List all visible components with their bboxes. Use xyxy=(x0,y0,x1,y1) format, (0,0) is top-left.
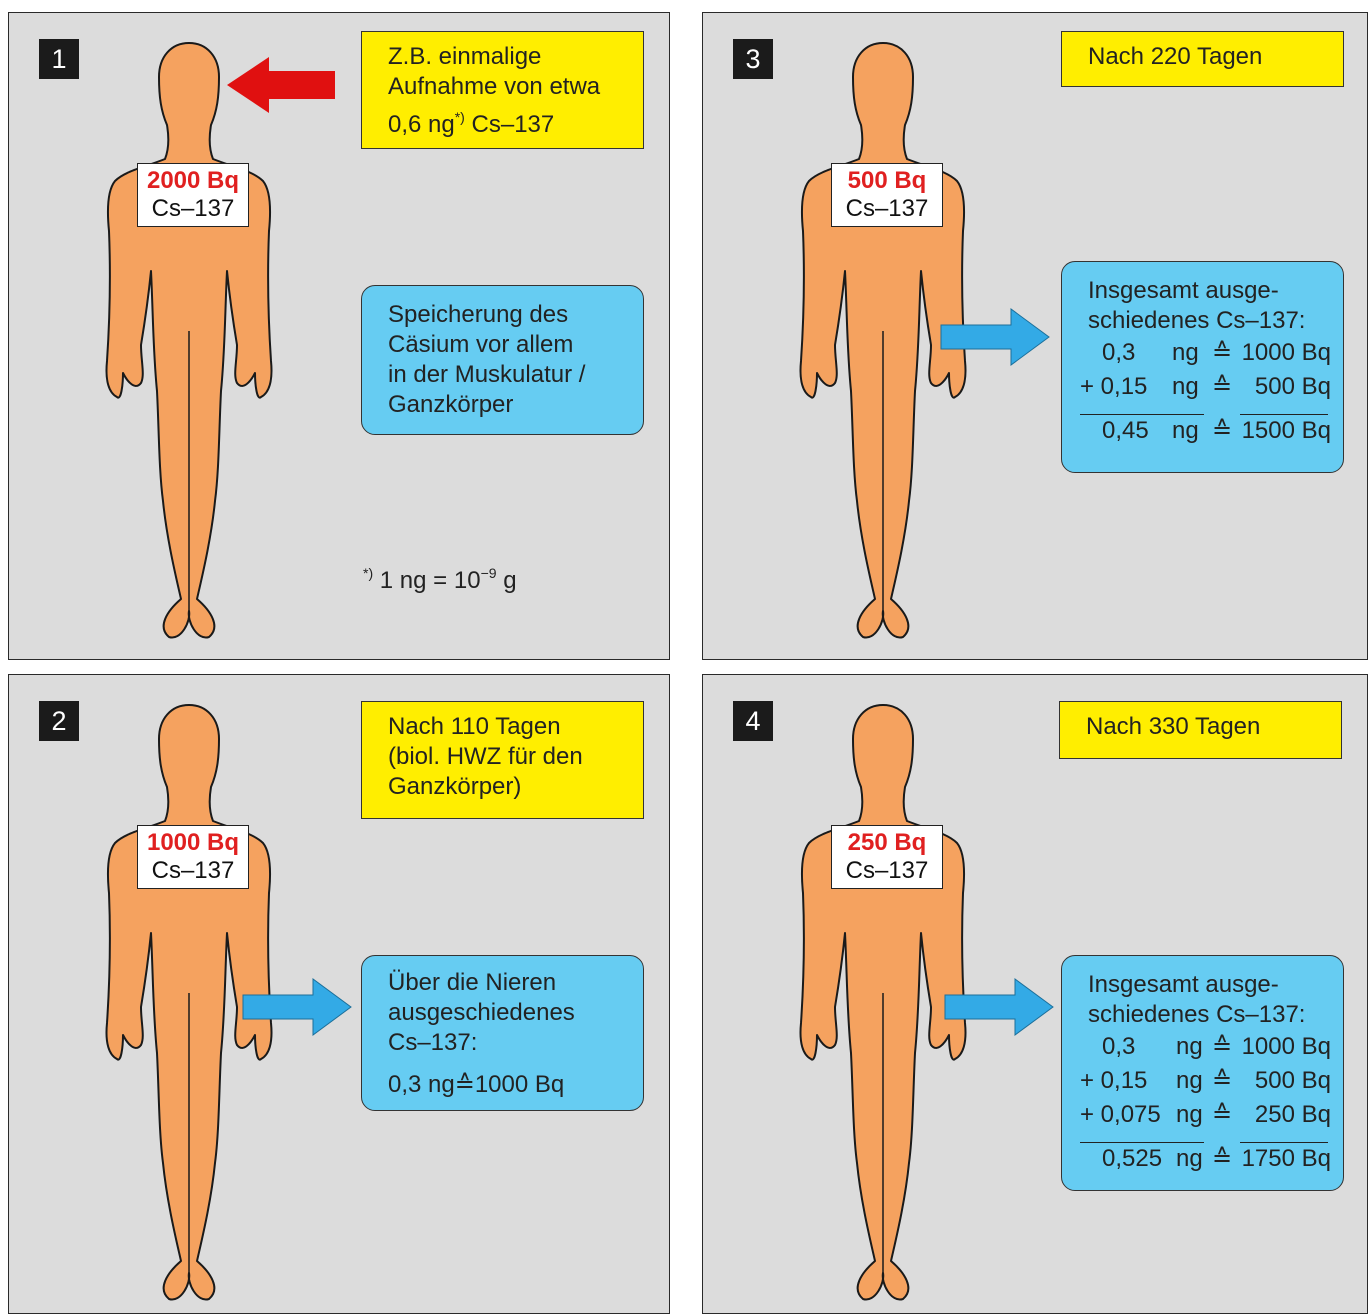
excretion-note-line: ausgeschiedenes xyxy=(388,999,575,1026)
time-note-line: Nach 330 Tagen xyxy=(1086,713,1261,740)
equivalent-sign: ≙ xyxy=(1212,1067,1233,1094)
arrow-left-icon xyxy=(225,55,337,115)
panel-step-1: 1 2000 Bq Cs–137 Z.B. einmalige Aufnahme… xyxy=(8,12,670,660)
total-activity: 1750 Bq xyxy=(1241,1145,1331,1172)
excretion-heading: Insgesamt ausge- xyxy=(1088,277,1279,304)
excretion-heading: Insgesamt ausge- xyxy=(1088,971,1279,998)
storage-note: Speicherung des Cäsium vor allem in der … xyxy=(361,285,644,435)
human-body-icon xyxy=(97,31,281,643)
excretion-total-note: Insgesamt ausge- schiedenes Cs–137: 0,3 … xyxy=(1061,955,1344,1191)
intake-note: Z.B. einmalige Aufnahme von etwa 0,6 ng*… xyxy=(361,31,644,149)
amount: 0,3 xyxy=(1102,339,1136,366)
panel-step-4: 4 250 Bq Cs–137 Nach 330 Tagen Insgesamt… xyxy=(702,674,1368,1314)
unit: ng xyxy=(1172,417,1199,444)
step-number-badge: 2 xyxy=(39,701,79,741)
footnote-exponent: −9 xyxy=(480,565,497,581)
arrow-right-icon xyxy=(241,977,353,1037)
amount: + 0,075 xyxy=(1080,1101,1161,1128)
equivalent-sign: ≙ xyxy=(1212,373,1233,400)
amount: 0,3 xyxy=(1102,1033,1136,1060)
storage-note-line: in der Muskulatur / xyxy=(388,361,586,388)
unit: ng xyxy=(1176,1101,1203,1128)
panel-step-3: 3 500 Bq Cs–137 Nach 220 Tagen Insgesamt… xyxy=(702,12,1368,660)
footnote-mark: *) xyxy=(454,109,465,125)
excretion-value: 0,3 ng≙1000 Bq xyxy=(388,1071,565,1098)
sum-rule xyxy=(1080,1142,1204,1143)
time-note-line: Ganzkörper) xyxy=(388,773,522,800)
equivalent-sign: ≙ xyxy=(1212,339,1233,366)
excretion-total-row: 0,45 ng ≙ 1500 Bq xyxy=(1062,414,1343,448)
excretion-row: 0,3 ng ≙ 1000 Bq xyxy=(1062,1030,1343,1064)
equivalent-sign: ≙ xyxy=(1212,1145,1233,1172)
excretion-note: Über die Nieren ausgeschiedenes Cs–137: … xyxy=(361,955,644,1111)
amount: + 0,15 xyxy=(1080,1067,1148,1094)
amount: + 0,15 xyxy=(1080,373,1148,400)
activity: 500 Bq xyxy=(1254,1067,1331,1094)
storage-note-line: Ganzkörper xyxy=(388,391,514,418)
activity-value: 250 Bq xyxy=(847,829,927,856)
time-note-line: (biol. HWZ für den xyxy=(388,743,583,770)
step-number-badge: 1 xyxy=(39,39,79,79)
isotope-name: Cs–137 xyxy=(151,857,235,884)
step-number-badge: 4 xyxy=(733,701,773,741)
excretion-note-line: Cs–137: xyxy=(388,1029,478,1056)
storage-note-line: Cäsium vor allem xyxy=(388,331,574,358)
activity-label: 500 Bq Cs–137 xyxy=(831,163,943,227)
intake-note-line: Aufnahme von etwa xyxy=(388,73,601,100)
excretion-note-line: Über die Nieren xyxy=(388,969,557,996)
unit: ng xyxy=(1176,1145,1203,1172)
activity: 1000 Bq xyxy=(1241,339,1331,366)
excretion-row: + 0,075 ng ≙ 250 Bq xyxy=(1062,1098,1343,1132)
equivalent-sign: ≙ xyxy=(1212,1033,1233,1060)
activity: 500 Bq xyxy=(1254,373,1331,400)
unit: ng xyxy=(1176,1033,1203,1060)
unit: ng xyxy=(1176,1067,1203,1094)
isotope-name: Cs–137 xyxy=(151,195,235,222)
sum-rule xyxy=(1240,414,1328,415)
arrow-right-icon xyxy=(943,977,1055,1037)
intake-note-line: Z.B. einmalige xyxy=(388,43,542,70)
total-activity: 1500 Bq xyxy=(1241,417,1331,444)
excretion-row: 0,3 ng ≙ 1000 Bq xyxy=(1062,336,1343,370)
equivalent-sign: ≙ xyxy=(1212,1101,1233,1128)
isotope-name: Cs–137 xyxy=(845,857,929,884)
sum-rule xyxy=(1240,1142,1328,1143)
step-number-badge: 3 xyxy=(733,39,773,79)
footnote-mark: *) xyxy=(363,565,374,581)
excretion-row: + 0,15 ng ≙ 500 Bq xyxy=(1062,1064,1343,1098)
unit: ng xyxy=(1172,373,1199,400)
activity-value: 500 Bq xyxy=(847,167,927,194)
sum-rule xyxy=(1080,414,1204,415)
time-note: Nach 220 Tagen xyxy=(1061,31,1344,87)
total-amount: 0,525 xyxy=(1102,1145,1163,1172)
panel-step-2: 2 1000 Bq Cs–137 Nach 110 Tagen (biol. H… xyxy=(8,674,670,1314)
activity: 250 Bq xyxy=(1254,1101,1331,1128)
storage-note-line: Speicherung des xyxy=(388,301,569,328)
excretion-total-row: 0,525 ng ≙ 1750 Bq xyxy=(1062,1142,1343,1176)
footnote: *) 1 ng = 10−9 g xyxy=(363,565,517,594)
excretion-row: + 0,15 ng ≙ 500 Bq xyxy=(1062,370,1343,404)
excretion-heading: schiedenes Cs–137: xyxy=(1088,1001,1306,1028)
excretion-heading: schiedenes Cs–137: xyxy=(1088,307,1306,334)
time-note: Nach 110 Tagen (biol. HWZ für den Ganzkö… xyxy=(361,701,644,819)
time-note-line: Nach 110 Tagen xyxy=(388,713,561,740)
intake-note-line: 0,6 ng*) Cs–137 xyxy=(388,109,555,138)
isotope-name: Cs–137 xyxy=(845,195,929,222)
time-note: Nach 330 Tagen xyxy=(1059,701,1342,759)
total-amount: 0,45 xyxy=(1102,417,1149,444)
activity-label: 2000 Bq Cs–137 xyxy=(137,163,249,227)
equivalent-sign: ≙ xyxy=(1212,417,1233,444)
activity-label: 250 Bq Cs–137 xyxy=(831,825,943,889)
activity-value: 2000 Bq xyxy=(146,167,240,194)
excretion-total-note: Insgesamt ausge- schiedenes Cs–137: 0,3 … xyxy=(1061,261,1344,473)
time-note-line: Nach 220 Tagen xyxy=(1088,43,1263,70)
activity-value: 1000 Bq xyxy=(146,829,240,856)
activity: 1000 Bq xyxy=(1241,1033,1331,1060)
unit: ng xyxy=(1172,339,1199,366)
activity-label: 1000 Bq Cs–137 xyxy=(137,825,249,889)
arrow-right-icon xyxy=(939,307,1051,367)
